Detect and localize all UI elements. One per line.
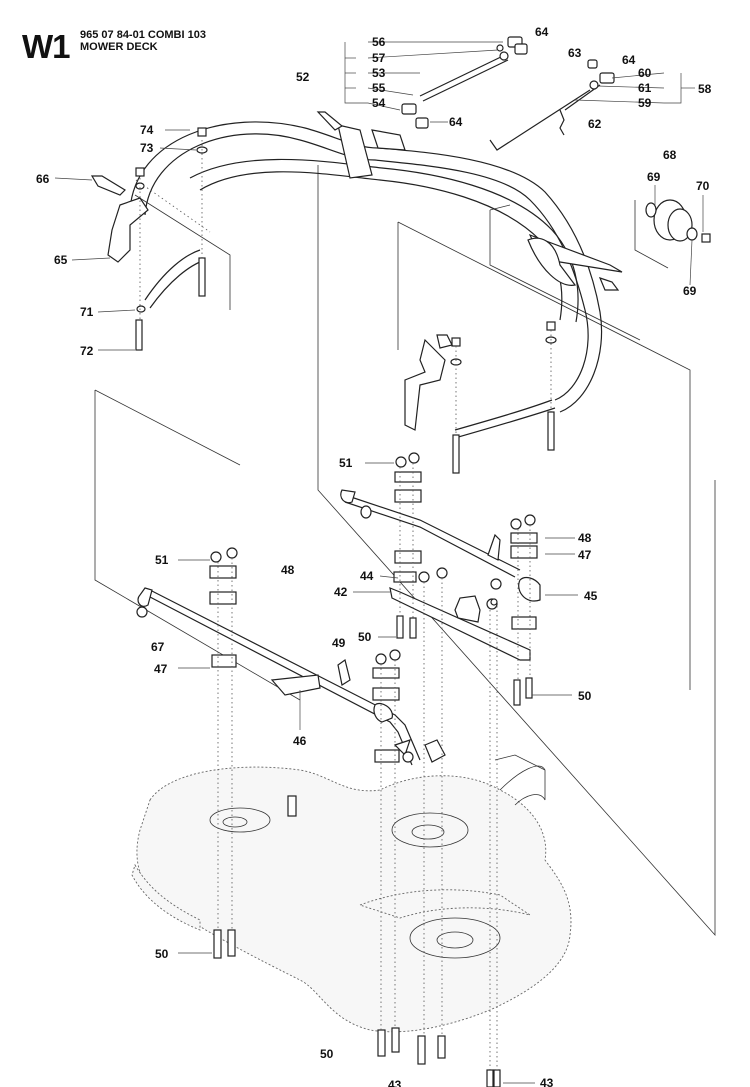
callout-67: 67 xyxy=(151,640,165,654)
callout-70: 70 xyxy=(696,179,710,193)
callout-48: 48 xyxy=(578,531,592,545)
callout-48: 48 xyxy=(281,563,295,577)
callout-51: 51 xyxy=(155,553,169,567)
callout-51: 51 xyxy=(339,456,353,470)
callout-42: 42 xyxy=(334,585,348,599)
callout-50: 50 xyxy=(155,947,169,961)
rear-lift-shaft xyxy=(136,587,446,766)
fasteners xyxy=(90,111,620,1087)
callout-63: 63 xyxy=(568,46,582,60)
callout-72: 72 xyxy=(80,344,94,358)
callout-50: 50 xyxy=(578,689,592,703)
callout-52: 52 xyxy=(296,70,310,84)
callout-64: 64 xyxy=(622,53,636,67)
callout-47: 47 xyxy=(578,548,592,562)
callout-65: 65 xyxy=(54,253,68,267)
callout-47: 47 xyxy=(154,662,168,676)
callout-43: 43 xyxy=(388,1078,402,1087)
callout-50: 50 xyxy=(320,1047,334,1061)
callout-69: 69 xyxy=(683,284,697,298)
callout-73: 73 xyxy=(140,141,154,155)
callout-64: 64 xyxy=(535,25,549,39)
callout-55: 55 xyxy=(372,81,386,95)
callout-62: 62 xyxy=(588,117,602,131)
gauge-roller-assembly xyxy=(645,199,711,243)
callout-69: 69 xyxy=(647,170,661,184)
callout-45: 45 xyxy=(584,589,598,603)
callout-49: 49 xyxy=(332,636,346,650)
callout-56: 56 xyxy=(372,35,386,49)
front-hanger-bar xyxy=(340,489,541,602)
callout-74: 74 xyxy=(140,123,154,137)
callout-57: 57 xyxy=(372,51,386,65)
callout-71: 71 xyxy=(80,305,94,319)
projection-lines xyxy=(94,165,716,937)
lift-arm-frame xyxy=(107,121,623,439)
deck-hanger-beam xyxy=(389,578,531,661)
callout-43: 43 xyxy=(540,1076,554,1087)
callout-61: 61 xyxy=(638,81,652,95)
callout-58: 58 xyxy=(698,82,712,96)
callout-68: 68 xyxy=(663,148,677,162)
callout-46: 46 xyxy=(293,734,307,748)
callout-60: 60 xyxy=(638,66,652,80)
model-number: 965 07 84-01 COMBI 103 xyxy=(80,29,206,41)
callout-labels: 56 57 53 55 54 52 64 64 64 63 60 61 59 5… xyxy=(36,25,712,1087)
hanger-brackets xyxy=(209,471,538,763)
leader-lines xyxy=(54,41,704,1084)
callout-50: 50 xyxy=(358,630,372,644)
mower-deck-housing xyxy=(131,754,572,1033)
callout-54: 54 xyxy=(372,96,386,110)
callout-59: 59 xyxy=(638,96,652,110)
callout-44: 44 xyxy=(360,569,374,583)
callout-66: 66 xyxy=(36,172,50,186)
callout-64: 64 xyxy=(449,115,463,129)
section-title: MOWER DECK xyxy=(80,41,158,53)
section-code: W1 xyxy=(22,28,70,65)
callout-53: 53 xyxy=(372,66,386,80)
adjustment-rod-assembly xyxy=(401,36,615,151)
